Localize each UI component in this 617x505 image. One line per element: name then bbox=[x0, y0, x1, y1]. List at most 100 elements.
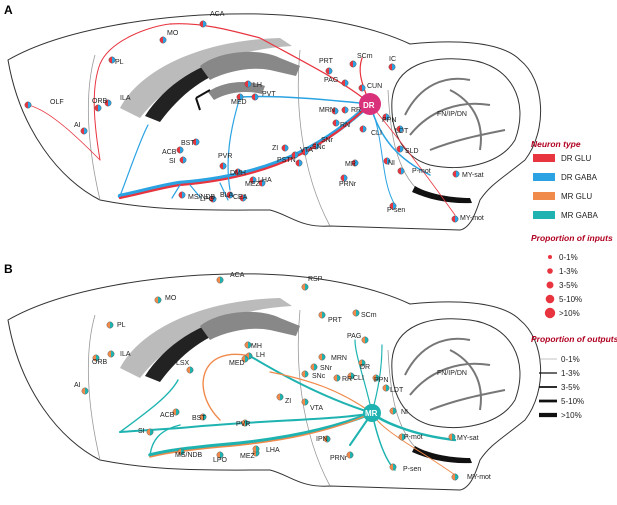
region-node-pvr bbox=[219, 162, 227, 170]
region-node-ila bbox=[104, 99, 112, 107]
projection-lines-a bbox=[27, 23, 456, 216]
region-node-ila bbox=[107, 350, 115, 358]
region-label-my-sat: MY-sat bbox=[457, 435, 479, 442]
nodes-a bbox=[24, 20, 460, 223]
neuron-type-title: Neuron type bbox=[531, 139, 581, 149]
region-label-ldt: LDT bbox=[395, 128, 409, 135]
region-label-scm: SCm bbox=[357, 53, 373, 60]
region-node-olf bbox=[24, 101, 32, 109]
region-label-my-mot: MY-mot bbox=[467, 474, 491, 481]
region-node-cli bbox=[347, 372, 355, 380]
region-label-snr: SNr bbox=[320, 365, 333, 372]
region-node-aca bbox=[199, 20, 207, 28]
region-label-pag: PAG bbox=[347, 333, 361, 340]
region-label-mez: MEZ bbox=[240, 453, 256, 460]
region-node-mo bbox=[154, 296, 162, 304]
panel-b-letter: B bbox=[4, 262, 13, 276]
outputs-label-4: >10% bbox=[561, 411, 582, 420]
outputs-label-2: 3-5% bbox=[561, 383, 580, 392]
region-label-rr: RR bbox=[342, 376, 352, 383]
inputs-label-3: 5-10% bbox=[559, 295, 582, 304]
region-label-lpo: LPO bbox=[200, 196, 215, 203]
region-node-acb bbox=[176, 146, 184, 154]
region-node-snr bbox=[312, 142, 320, 150]
region-label-med: MED bbox=[231, 99, 247, 106]
region-node-dmh bbox=[234, 168, 242, 176]
region-label-prt: PRT bbox=[328, 317, 343, 324]
legend-label-mr-gaba: MR GABA bbox=[561, 211, 599, 220]
region-node-sld bbox=[396, 145, 404, 153]
region-node-mrn bbox=[331, 107, 339, 115]
region-node-bst bbox=[199, 413, 207, 421]
region-node-ldt bbox=[382, 384, 390, 392]
region-node-lha bbox=[252, 445, 260, 453]
region-node-acb bbox=[172, 408, 180, 416]
inputs-dot-1 bbox=[547, 268, 553, 274]
region-label-ai: AI bbox=[74, 122, 81, 129]
region-node-cea bbox=[239, 194, 247, 202]
region-label-zi: ZI bbox=[285, 398, 291, 405]
region-node-orb bbox=[94, 104, 102, 112]
region-label-vta: VTA bbox=[300, 147, 313, 154]
outputs-title: Proportion of outputs bbox=[531, 334, 617, 344]
region-label-p-mot: P-mot bbox=[412, 168, 431, 175]
legend-label-dr-gaba: DR GABA bbox=[561, 173, 598, 182]
region-label-acb: ACB bbox=[162, 149, 177, 156]
region-label-bst: BST bbox=[192, 415, 206, 422]
region-label-mrn: MRN bbox=[319, 107, 335, 114]
region-label-mrn: MRN bbox=[331, 355, 347, 362]
region-label-snc: SNc bbox=[312, 373, 326, 380]
region-label-ila: ILA bbox=[120, 95, 131, 102]
region-label-ila: ILA bbox=[120, 351, 131, 358]
region-label-dmh: DMH bbox=[230, 170, 246, 177]
region-label-pstn: PSTN bbox=[277, 157, 296, 164]
dr-hub-label: DR bbox=[363, 101, 375, 110]
legend-swatch-dr-glu bbox=[533, 154, 555, 162]
region-node-si bbox=[146, 428, 154, 436]
region-node-prt bbox=[325, 67, 333, 75]
region-label-lha: LHA bbox=[258, 177, 272, 184]
region-label-fn-ip-dn: FN/IP/DN bbox=[437, 111, 467, 118]
region-label-aca: ACA bbox=[230, 272, 245, 279]
region-label-snr: SNr bbox=[321, 137, 334, 144]
brain-outline-a bbox=[7, 13, 542, 231]
region-label-prnr: PRNr bbox=[330, 455, 348, 462]
region-node-si bbox=[179, 156, 187, 164]
region-label-mo: MO bbox=[167, 30, 179, 37]
region-node-lha bbox=[249, 176, 257, 184]
region-label-p-sen: P-sen bbox=[403, 466, 421, 473]
region-node-zi bbox=[276, 393, 284, 401]
region-node-prnr bbox=[340, 174, 348, 182]
region-node-lsx bbox=[186, 366, 194, 374]
region-node-p-mot bbox=[398, 433, 406, 441]
region-label-lh: LH bbox=[253, 82, 262, 89]
inputs-title: Proportion of inputs bbox=[531, 233, 613, 243]
region-label-orb: ORB bbox=[92, 98, 108, 105]
region-label-pvt: PVT bbox=[262, 91, 276, 98]
region-node-snc bbox=[301, 148, 309, 156]
region-label-sld: SLD bbox=[405, 148, 419, 155]
region-label-lh: LH bbox=[256, 352, 265, 359]
region-label-ni: NI bbox=[388, 160, 395, 167]
region-node-ni bbox=[383, 157, 391, 165]
region-node-my-sat bbox=[452, 170, 460, 178]
region-node-ai bbox=[81, 387, 89, 395]
dr-hub bbox=[359, 93, 381, 115]
nodes-b bbox=[81, 276, 459, 481]
region-node-mez bbox=[258, 179, 266, 187]
region-node-lh bbox=[244, 80, 252, 88]
region-label-rn: RN bbox=[340, 122, 350, 129]
region-label-si: SI bbox=[138, 428, 145, 435]
region-node-pvt bbox=[251, 93, 259, 101]
region-node-p-mot bbox=[397, 167, 405, 175]
region-node-p-sen bbox=[389, 202, 397, 210]
region-node-scm bbox=[349, 60, 357, 68]
inputs-dot-2 bbox=[546, 281, 554, 289]
inputs-dot-3 bbox=[545, 294, 555, 304]
region-label-my-sat: MY-sat bbox=[462, 172, 484, 179]
region-node-cun bbox=[358, 84, 366, 92]
region-label-pvr: PVR bbox=[236, 421, 250, 428]
region-label-lpo: LPO bbox=[213, 457, 228, 464]
region-node-pstn bbox=[295, 159, 303, 167]
